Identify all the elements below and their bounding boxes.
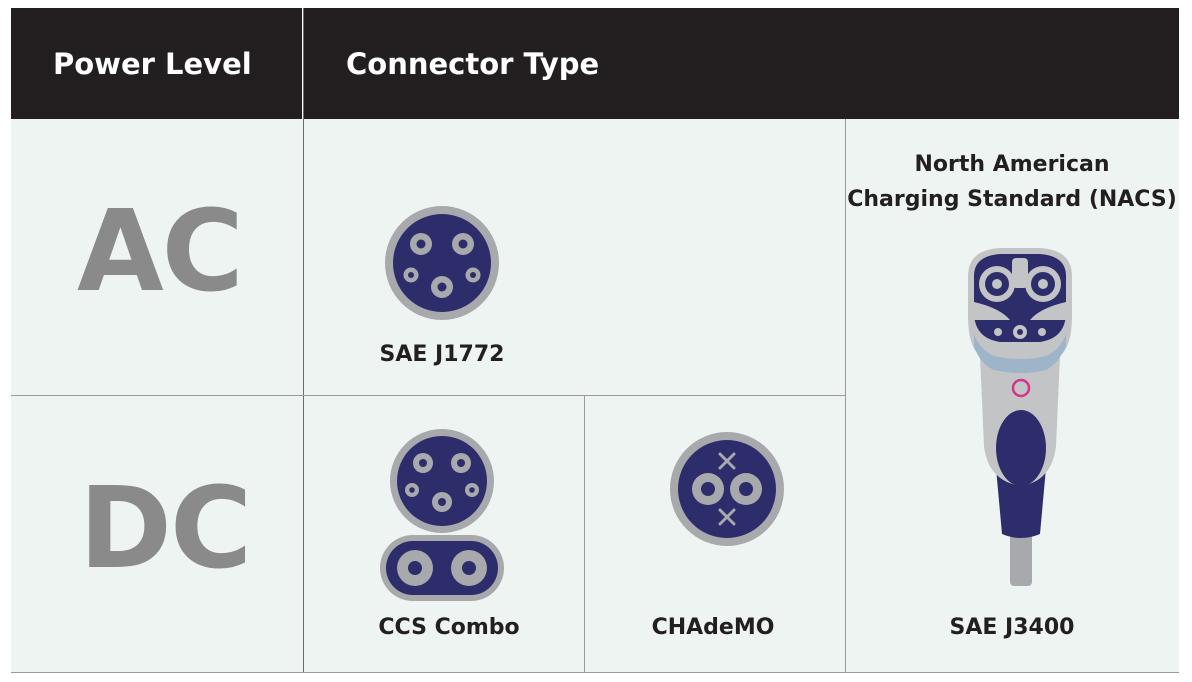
nacs-title-line2: Charging Standard (NACS) bbox=[847, 187, 1177, 212]
header-power-level-label: Power Level bbox=[53, 46, 252, 81]
header-power-level: Power Level bbox=[11, 8, 302, 119]
j1772-connector-icon bbox=[385, 206, 499, 320]
header-connector-type-label: Connector Type bbox=[346, 46, 600, 81]
dc-label: DC bbox=[79, 464, 252, 594]
ccs-label: CCS Combo bbox=[378, 615, 520, 640]
connector-table: Power Level Connector Type AC DC SAE J17… bbox=[11, 8, 1179, 673]
divider bbox=[303, 8, 304, 673]
divider bbox=[845, 119, 846, 673]
divider bbox=[11, 672, 1179, 673]
ccs-combo-connector-icon bbox=[380, 429, 504, 601]
chademo-connector-icon bbox=[670, 432, 784, 546]
j1772-label: SAE J1772 bbox=[379, 342, 505, 367]
dc-power-cell bbox=[11, 396, 303, 673]
header-connector-type: Connector Type bbox=[304, 8, 1179, 119]
chademo-label: CHAdeMO bbox=[651, 615, 775, 640]
ac-power-cell bbox=[11, 119, 303, 395]
divider bbox=[584, 396, 585, 673]
nacs-title-line1: North American bbox=[914, 152, 1110, 177]
divider bbox=[11, 395, 845, 396]
nacs-connector-icon bbox=[968, 248, 1072, 586]
nacs-label: SAE J3400 bbox=[949, 615, 1075, 640]
ac-label: AC bbox=[77, 187, 244, 317]
